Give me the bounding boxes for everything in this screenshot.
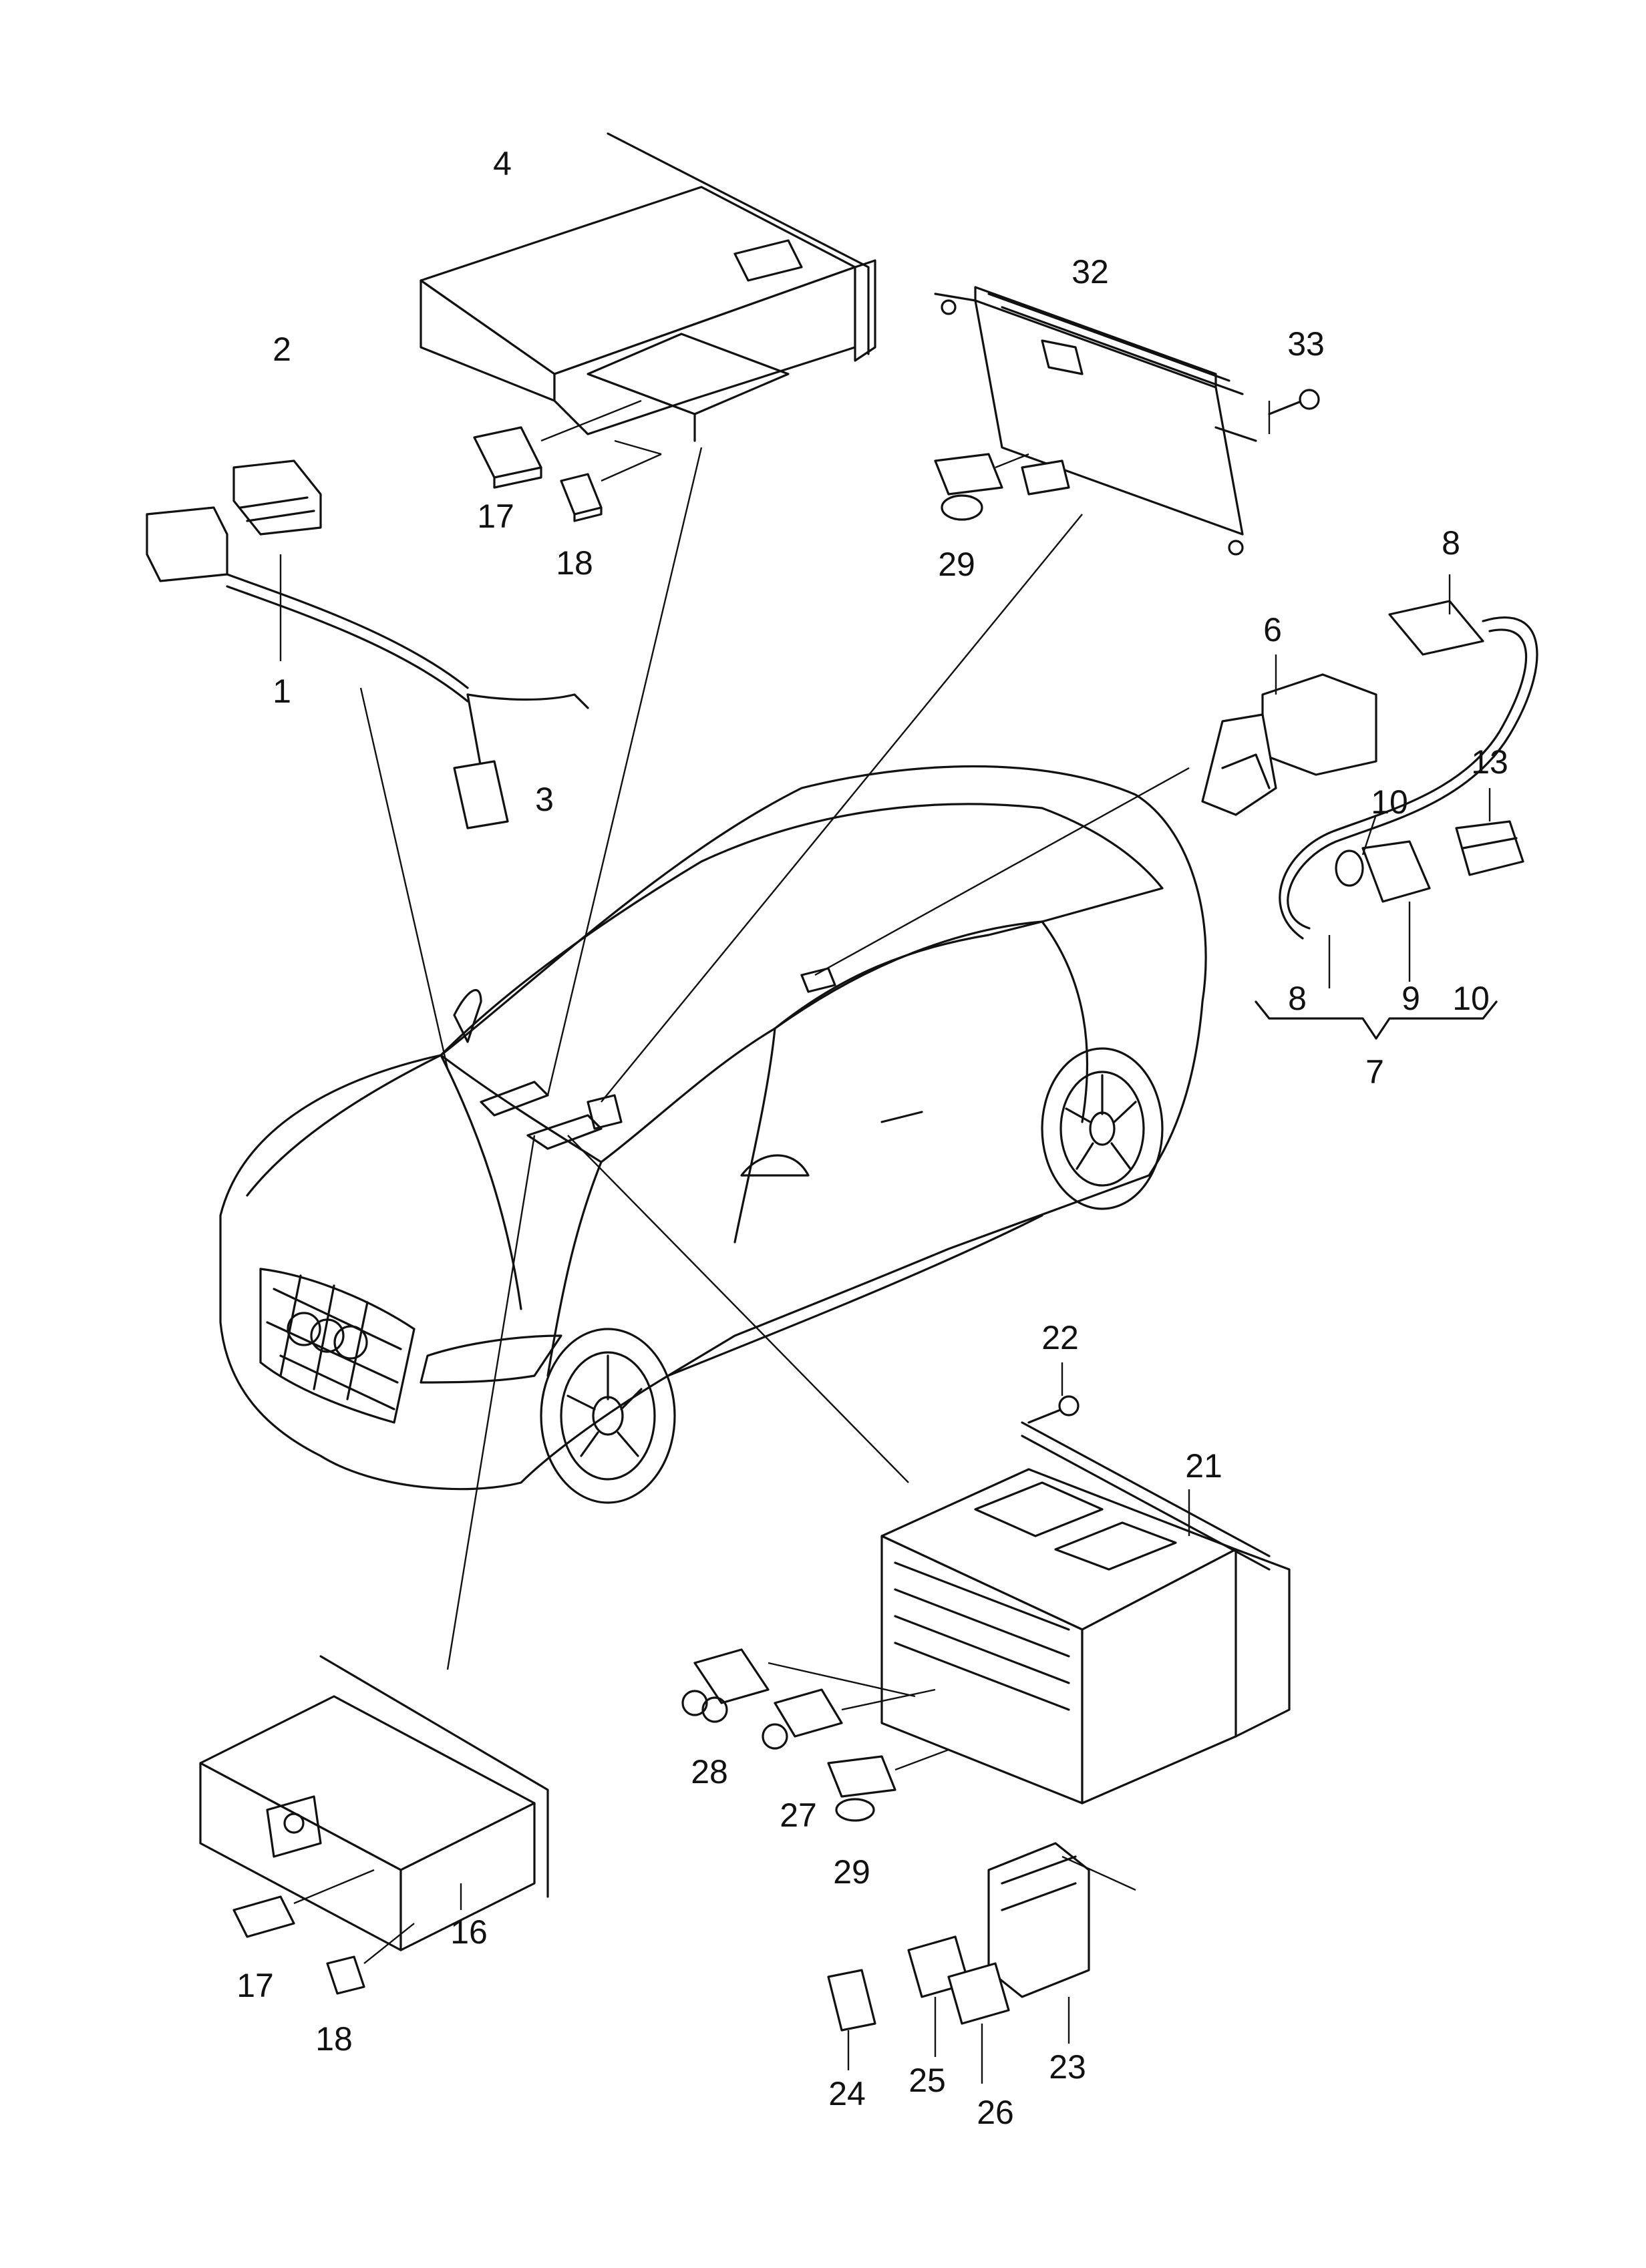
callout-1: 1	[273, 673, 291, 710]
car-leader-lines	[359, 447, 1190, 1670]
part-17-connector-bottom	[232, 1869, 375, 1938]
callout-2: 2	[273, 331, 291, 368]
callout-32: 32	[1072, 253, 1109, 291]
callout-28: 28	[691, 1753, 728, 1790]
part-7-bracket	[1255, 1000, 1498, 1040]
callout-22: 22	[1041, 1319, 1079, 1356]
callout-3: 3	[535, 781, 554, 818]
part-8-cable	[1279, 574, 1538, 988]
callout-24: 24	[828, 2075, 866, 2112]
part-27-antenna-plug	[762, 1688, 936, 1750]
callout-26: 26	[977, 2094, 1014, 2131]
part-4-control-unit	[420, 132, 876, 442]
callout-17-bottom: 17	[236, 1967, 274, 2004]
part-21-radio-unit	[880, 1421, 1291, 1805]
callout-16: 16	[450, 1913, 488, 1951]
callout-33: 33	[1287, 325, 1325, 363]
callout-13: 13	[1471, 743, 1508, 781]
callout-23: 23	[1049, 2048, 1086, 2086]
callout-21: 21	[1185, 1447, 1222, 1485]
part-22-bolt	[1027, 1362, 1080, 1424]
callout-7: 7	[1365, 1053, 1384, 1091]
part-28-antenna-plug	[681, 1648, 916, 1723]
part-23-connector-housing	[987, 1842, 1136, 2044]
part-24-connector	[827, 1969, 876, 2070]
part-29-connector-bottom	[827, 1748, 949, 1822]
callout-9: 9	[1402, 980, 1420, 1017]
part-32-module	[934, 286, 1257, 556]
callout-18-top: 18	[556, 544, 593, 582]
part-18-clip-bottom	[326, 1923, 415, 1995]
part-13-connector	[1455, 788, 1524, 876]
part-18-clip-top	[560, 439, 662, 522]
callout-17-top: 17	[477, 498, 514, 535]
part-2-plug	[232, 459, 322, 536]
part-33-screw	[1268, 389, 1320, 434]
part-9-10-bulb	[1335, 814, 1431, 982]
callout-25: 25	[909, 2062, 946, 2099]
part-1-harness	[146, 506, 589, 829]
part-26-connector	[947, 1962, 1010, 2084]
part-17-connector-top	[473, 399, 642, 489]
callout-29-top: 29	[938, 546, 975, 583]
callout-8-bottom: 8	[1288, 980, 1307, 1017]
callout-29-bottom: 29	[833, 1853, 870, 1891]
callout-labels: 1 2 3 4 6 7 8 8 9 10 10 13 16 17 17 18 1…	[236, 145, 1508, 2131]
callout-18-bottom: 18	[315, 2020, 353, 2058]
callout-27: 27	[780, 1797, 817, 1834]
callout-10-top: 10	[1371, 783, 1408, 821]
car-illustration	[219, 765, 1207, 1504]
callout-6: 6	[1263, 611, 1282, 648]
location-marker-rectangles	[480, 967, 836, 1150]
part-29-connector-top	[934, 453, 1029, 521]
callout-4: 4	[493, 145, 512, 182]
callout-10-bottom: 10	[1452, 980, 1490, 1017]
radio-vent-grid	[894, 1561, 1070, 1711]
callout-8-top: 8	[1442, 524, 1460, 562]
part-6-switch	[1201, 654, 1377, 816]
part-16-unit	[199, 1655, 549, 1951]
